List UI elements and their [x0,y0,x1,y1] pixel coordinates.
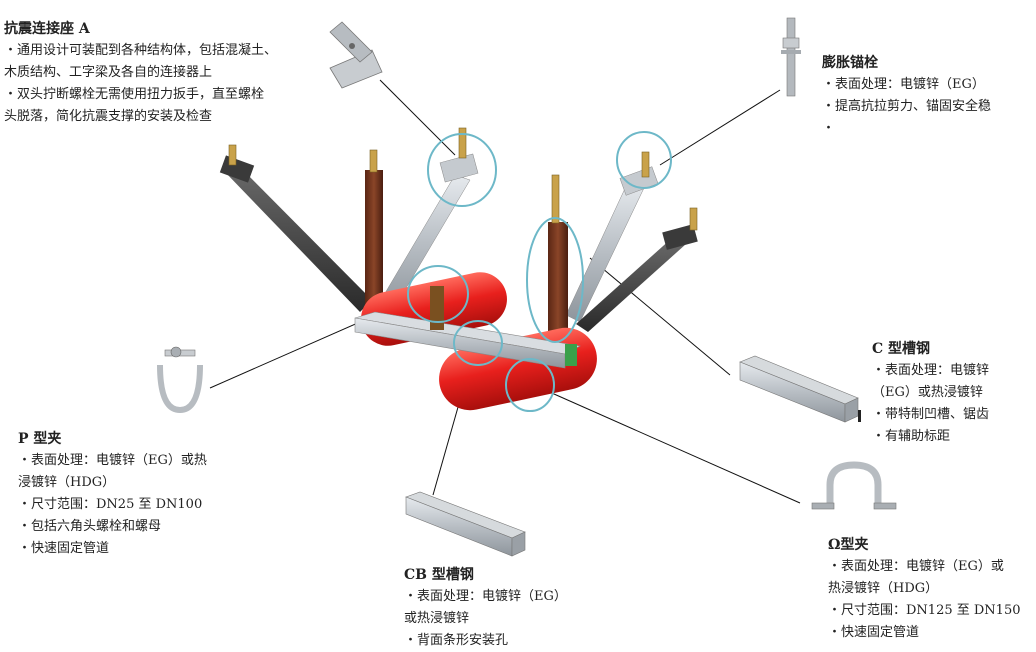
bolt-6 [689,207,698,231]
omega-clamp-line: 热浸镀锌（HDG） [828,581,939,596]
callout-cb-channel [453,320,503,366]
expansion-bolt-line: ・提高抗拉剪力、锚固安全稳 [822,99,992,114]
hanger-rods [365,170,568,332]
p-clamp-line: ・尺寸范围：DN25 至 DN100 [18,497,203,512]
anchor-seat-title: 抗震连接座 A [4,21,90,37]
anchor-seat-line: 木质结构、工字梁及各自的连接器上 [4,65,213,80]
leader-anchor-seat [379,79,456,156]
bolt-4 [551,174,560,224]
anchor-bolts [228,127,698,231]
omega-clamp-thumbnail [811,461,897,510]
expansion-bolt-line: ・表面处理：电镀锌（EG） [822,77,985,92]
cb-channel-line: ・背面条形安装孔 [404,633,509,648]
bolt-1 [228,144,237,166]
left-dark-brace [225,165,372,312]
expansion-bolt-washer [781,50,801,54]
expansion-bolt-title: 膨胀锚栓 [822,55,878,71]
rod-left [365,170,383,308]
expansion-bolt-nut [782,37,800,49]
callout-p-clamp [407,265,469,323]
pipe-clamp-band [430,286,444,330]
anchor-seat-line: 头脱落，简化抗震支撑的安装及检查 [4,109,213,124]
cb-channel-title: CB 型槽钢 [404,567,474,583]
omega-clamp-band [826,461,882,505]
cb-channel-beam [354,311,581,369]
p-clamp-line: ・快速固定管道 [18,541,110,556]
label-omega-clamp: Ω型夹 ・表面处理：电镀锌（EG）或 热浸镀锌（HDG） ・尺寸范围：DN125… [828,534,1021,644]
anchor-seat-arm [329,21,373,63]
c-channel-line: ・有辅助标距 [872,429,951,444]
callout-circles [407,131,672,412]
left-braces [219,153,479,313]
label-anchor-seat: 抗震连接座 A ・通用设计可装配到各种结构体，包括混凝土、 木质结构、工字梁及各… [4,18,277,128]
bolt-3 [458,127,467,159]
bolt-2 [369,149,378,173]
cb-channel-endcap [565,344,577,366]
cb-thumb-end [511,531,526,557]
c-channel-thumbnail [739,355,861,423]
c-channel-line: ・表面处理：电镀锌 [872,363,990,378]
omega-clamp-line: ・表面处理：电镀锌（EG）或 [828,559,1004,574]
omega-clamp-line: ・尺寸范围：DN125 至 DN150 [828,603,1021,618]
expansion-bolt-line: ・ [822,121,836,136]
anchor-seat-line: ・双头拧断螺栓无需使用扭力扳手，直至螺栓 [4,87,265,102]
c-channel-title: C 型槽钢 [872,341,931,357]
omega-clamp-foot-right [873,502,897,510]
anchor-seat-thumbnail [329,21,383,89]
cb-channel-face [354,317,566,369]
leader-c-channel [589,257,731,376]
label-p-clamp: P 型夹 ・表面处理：电镀锌（EG）或热 浸镀锌（HDG） ・尺寸范围：DN25… [18,428,207,560]
c-channel-marker [858,410,861,422]
leader-expansion-bolt [659,89,781,166]
p-clamp-thumbnail [157,346,203,414]
anchor-seat-pin [349,43,355,49]
expansion-bolt-thumbnail [781,17,801,97]
anchor-seat-line: ・通用设计可装配到各种结构体，包括混凝土、 [4,43,278,58]
label-c-channel: C 型槽钢 ・表面处理：电镀锌 （EG）或热浸镀锌 ・带特制凹槽、锯齿 ・有辅助… [872,338,989,448]
c-channel-line: ・带特制凹槽、锯齿 [872,407,990,422]
cb-channel-line: 或热浸镀锌 [404,611,470,626]
p-clamp-line: 浸镀锌（HDG） [18,475,116,490]
label-expansion-bolt: 膨胀锚栓 ・表面处理：电镀锌（EG） ・提高抗拉剪力、锚固安全稳 ・ [822,52,991,140]
omega-clamp-line: ・快速固定管道 [828,625,920,640]
callout-expansion-bolt [616,131,672,189]
p-clamp-line: ・包括六角头螺栓和螺母 [18,519,162,534]
right-dark-brace-seat [662,224,698,250]
rod-right [548,222,568,332]
callout-c-channel [526,217,584,343]
right-dark-brace [576,238,686,332]
p-clamp-band [157,364,203,414]
omega-clamp-title: Ω型夹 [828,537,869,553]
p-clamp-title: P 型夹 [18,431,62,447]
callout-anchor-seat [427,133,497,207]
callout-omega-clamp [505,358,555,412]
cb-channel-thumbnail [405,491,526,557]
omega-clamp-foot-left [811,502,835,510]
right-braces [565,166,698,332]
expansion-bolt-shaft [786,17,796,97]
c-channel-line: （EG）或热浸镀锌 [872,385,983,400]
left-light-brace-seat [439,153,479,183]
label-cb-channel: CB 型槽钢 ・表面处理：电镀锌（EG） 或热浸镀锌 ・背面条形安装孔 [404,564,567,652]
p-clamp-nut [170,346,182,358]
leader-omega-clamp [544,389,801,504]
left-dark-brace-seat [219,155,255,183]
bolt-5 [641,151,650,178]
cb-channel-line: ・表面处理：电镀锌（EG） [404,589,567,604]
p-clamp-line: ・表面处理：电镀锌（EG）或热 [18,453,207,468]
